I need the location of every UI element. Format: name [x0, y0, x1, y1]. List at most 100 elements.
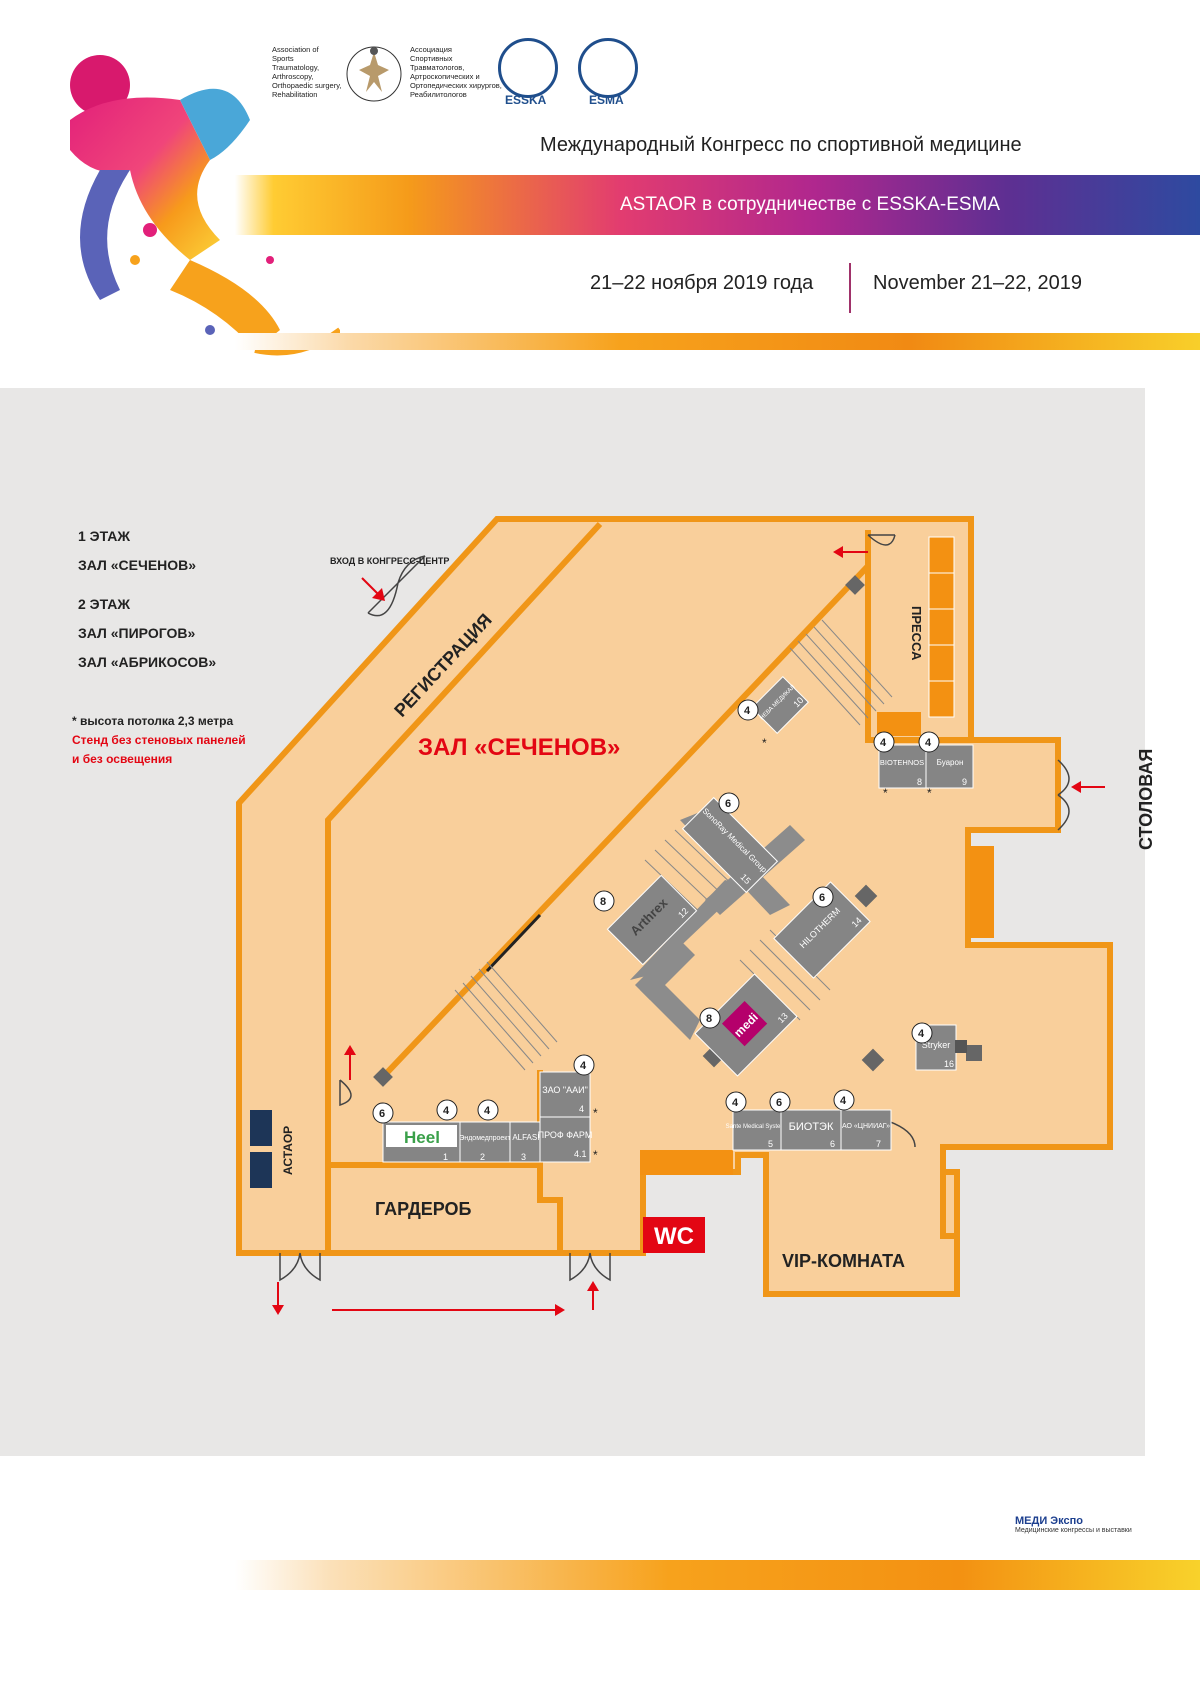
booth-name: BIOTEHNOS	[880, 758, 924, 767]
hall-label: ЗАЛ «СЕЧЕНОВ»	[418, 734, 620, 761]
legend-hall-sechenov: ЗАЛ «СЕЧЕНОВ»	[78, 557, 197, 573]
area-badge: 4	[436, 1099, 458, 1121]
astaor-stand-block	[250, 1152, 272, 1188]
booth-number: 2	[480, 1152, 485, 1162]
booth-number: 16	[944, 1059, 954, 1069]
booth-number: 4.1	[574, 1149, 587, 1159]
area-badge: 4	[911, 1022, 933, 1044]
area-badge: 4	[477, 1099, 499, 1121]
astaor-logo-en-line: Rehabilitation	[272, 90, 318, 99]
legend-floor-1: 1 ЭТАЖ	[78, 528, 131, 544]
astaor-logo-ru-line: Спортивных	[410, 54, 453, 63]
svg-text:4: 4	[443, 1105, 450, 1117]
booth-2[interactable]: Эндомедпроект 2	[459, 1121, 511, 1163]
organizer-name: МЕДИ Экспо	[1015, 1515, 1083, 1527]
press-arrow-icon	[833, 546, 868, 558]
exit-arrow-down-icon	[272, 1282, 284, 1315]
esma-logo: ESMA	[575, 38, 641, 110]
hall-diagonal-wall-thin	[485, 913, 542, 973]
column	[861, 1048, 885, 1072]
astaor-logo-en-line: Traumatology,	[272, 63, 320, 72]
astaor-logo-ru-line: Реабилитологов	[410, 90, 467, 99]
booth-13[interactable]: medi 13	[694, 973, 798, 1077]
cloakroom-label: ГАРДЕРОБ	[375, 1199, 472, 1219]
staircase	[454, 961, 558, 1071]
astaor-logo-ru-line: Ортопедических хирургов,	[410, 81, 502, 90]
registration-corridor-wall	[325, 521, 603, 1250]
area-badge: 4	[737, 699, 759, 721]
svg-text:6: 6	[379, 1108, 385, 1120]
area-badge: 4	[918, 731, 940, 753]
booth-12[interactable]: Arthrex 12	[606, 874, 698, 966]
booth-6[interactable]: БИОТЭК 6	[780, 1109, 842, 1151]
booth-14[interactable]: HILOTHERM 14	[773, 881, 871, 979]
legend-hall-abrikosov: ЗАЛ «АБРИКОСОВ»	[78, 654, 217, 670]
booth-name: АО «ЦНИИАГ»	[842, 1123, 890, 1130]
booth-name: Эндомедпроект	[459, 1135, 511, 1142]
esska-logo: ESSKA	[495, 38, 561, 110]
booth-name: Stryker	[922, 1040, 951, 1050]
booth-name: БИОТЭК	[789, 1121, 834, 1133]
booth-number: 4	[579, 1104, 584, 1114]
area-badge: 6	[812, 886, 834, 908]
press-table	[928, 680, 955, 718]
side-door[interactable]	[339, 1079, 352, 1107]
booth-number: 5	[768, 1139, 773, 1149]
canteen-door[interactable]	[1057, 759, 1070, 831]
astaor-logo-en-line: Arthroscopy,	[272, 72, 314, 81]
wc-label: WC	[654, 1223, 694, 1250]
press-table	[928, 536, 955, 574]
ceiling-note: * высота потолка 2,3 метра	[72, 714, 234, 728]
booth-number: 1	[443, 1152, 448, 1162]
svg-text:4: 4	[918, 1028, 925, 1040]
organizer-logo: МЕДИ Экспо Медицинские конгрессы и выста…	[1015, 1515, 1132, 1534]
exit-door-right[interactable]	[569, 1252, 611, 1282]
esska-emblem-icon	[498, 38, 558, 98]
exit-door-left[interactable]	[279, 1252, 321, 1282]
booth-9[interactable]: Буарон 9	[925, 744, 974, 789]
booth-4[interactable]: ЗАО "ААИ" 4	[539, 1071, 591, 1118]
booth-name: Буарон	[937, 758, 964, 767]
press-door[interactable]	[867, 534, 896, 546]
vip-room-wall	[763, 1172, 960, 1297]
flow-arrow-right-icon	[332, 1304, 565, 1316]
booth-5[interactable]: Sante Medical Systems 5	[726, 1109, 789, 1151]
svg-text:8: 8	[600, 896, 606, 908]
area-badge: 4	[873, 731, 895, 753]
astaor-logo-ru-line: Ассоциация	[410, 45, 452, 54]
svg-text:8: 8	[706, 1013, 712, 1025]
area-badge: 8	[593, 890, 615, 912]
booth-name: ЗАО "ААИ"	[542, 1085, 588, 1095]
stand-note-line-2: и без освещения	[72, 752, 173, 766]
booth-1[interactable]: Heel 1	[382, 1121, 461, 1163]
area-badge: 6	[372, 1102, 394, 1124]
press-table	[928, 572, 955, 610]
astaor-logo-en-line: Association of	[272, 45, 319, 54]
press-table	[928, 608, 955, 646]
svg-text:4: 4	[580, 1060, 587, 1072]
area-badge: 8	[699, 1007, 721, 1029]
footer-stripe	[235, 1560, 1200, 1590]
canteen-arrow-icon	[1071, 781, 1105, 793]
svg-text:4: 4	[880, 737, 887, 749]
booth-number: 3	[521, 1152, 526, 1162]
date-ru: 21–22 ноября 2019 года	[590, 272, 814, 294]
booth-number: 9	[962, 777, 967, 787]
astaor-logo-ru-line: Травматологов,	[410, 63, 465, 72]
staircase	[789, 619, 893, 726]
booth-number: 6	[830, 1139, 835, 1149]
entrance-arrow-icon	[361, 577, 385, 601]
no-panel-star: *	[593, 1106, 598, 1120]
svg-text:4: 4	[744, 705, 751, 717]
booth-name: ALFASIGMA	[512, 1133, 558, 1142]
booth-7[interactable]: АО «ЦНИИАГ» 7	[840, 1109, 892, 1151]
column	[373, 1067, 393, 1087]
legend-floor-2: 2 ЭТАЖ	[78, 596, 131, 612]
booth-4-1[interactable]: ПРОФ ФАРМ 4.1	[538, 1116, 593, 1163]
athlete-artwork	[40, 30, 342, 370]
astaor-emblem-icon	[344, 40, 404, 110]
wc-sign	[643, 1217, 705, 1253]
no-panel-star: *	[593, 1148, 598, 1162]
exit-arrow-up-icon	[587, 1281, 599, 1310]
